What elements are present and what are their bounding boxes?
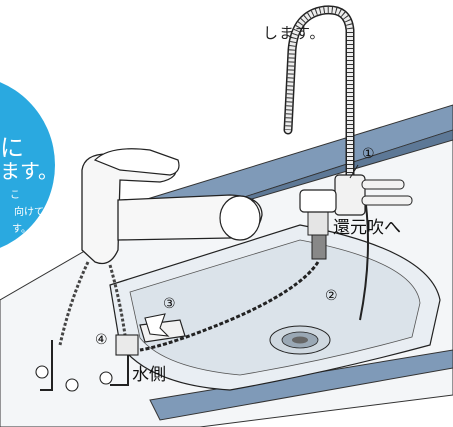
left-knob-2 [66, 379, 78, 391]
water-side-label: 水側 [132, 360, 166, 385]
drain-core [292, 337, 308, 344]
angle-stop [116, 335, 138, 355]
return-outlet-label: 還元吹へ [333, 213, 401, 238]
outlet-pipe-lower [362, 196, 412, 205]
left-knob-1 [36, 366, 48, 378]
marker-1: ① [362, 146, 375, 162]
marker-2: ② [325, 288, 338, 304]
stem-joint [300, 190, 336, 212]
outlet-pipe-upper [362, 180, 404, 189]
instruction-text: します。 [263, 22, 326, 43]
callout-line-2: ます。 [0, 155, 58, 184]
marker-4: ④ [95, 332, 108, 348]
marker-3: ③ [163, 296, 176, 312]
spout-head [220, 196, 260, 240]
callout-line-4: 向けて [14, 203, 44, 218]
stop-knob [100, 372, 112, 384]
callout-line-3: こ [10, 186, 20, 201]
faucet-base [335, 175, 365, 215]
mount-threads [312, 235, 326, 259]
callout-line-5: す。 [12, 220, 31, 235]
